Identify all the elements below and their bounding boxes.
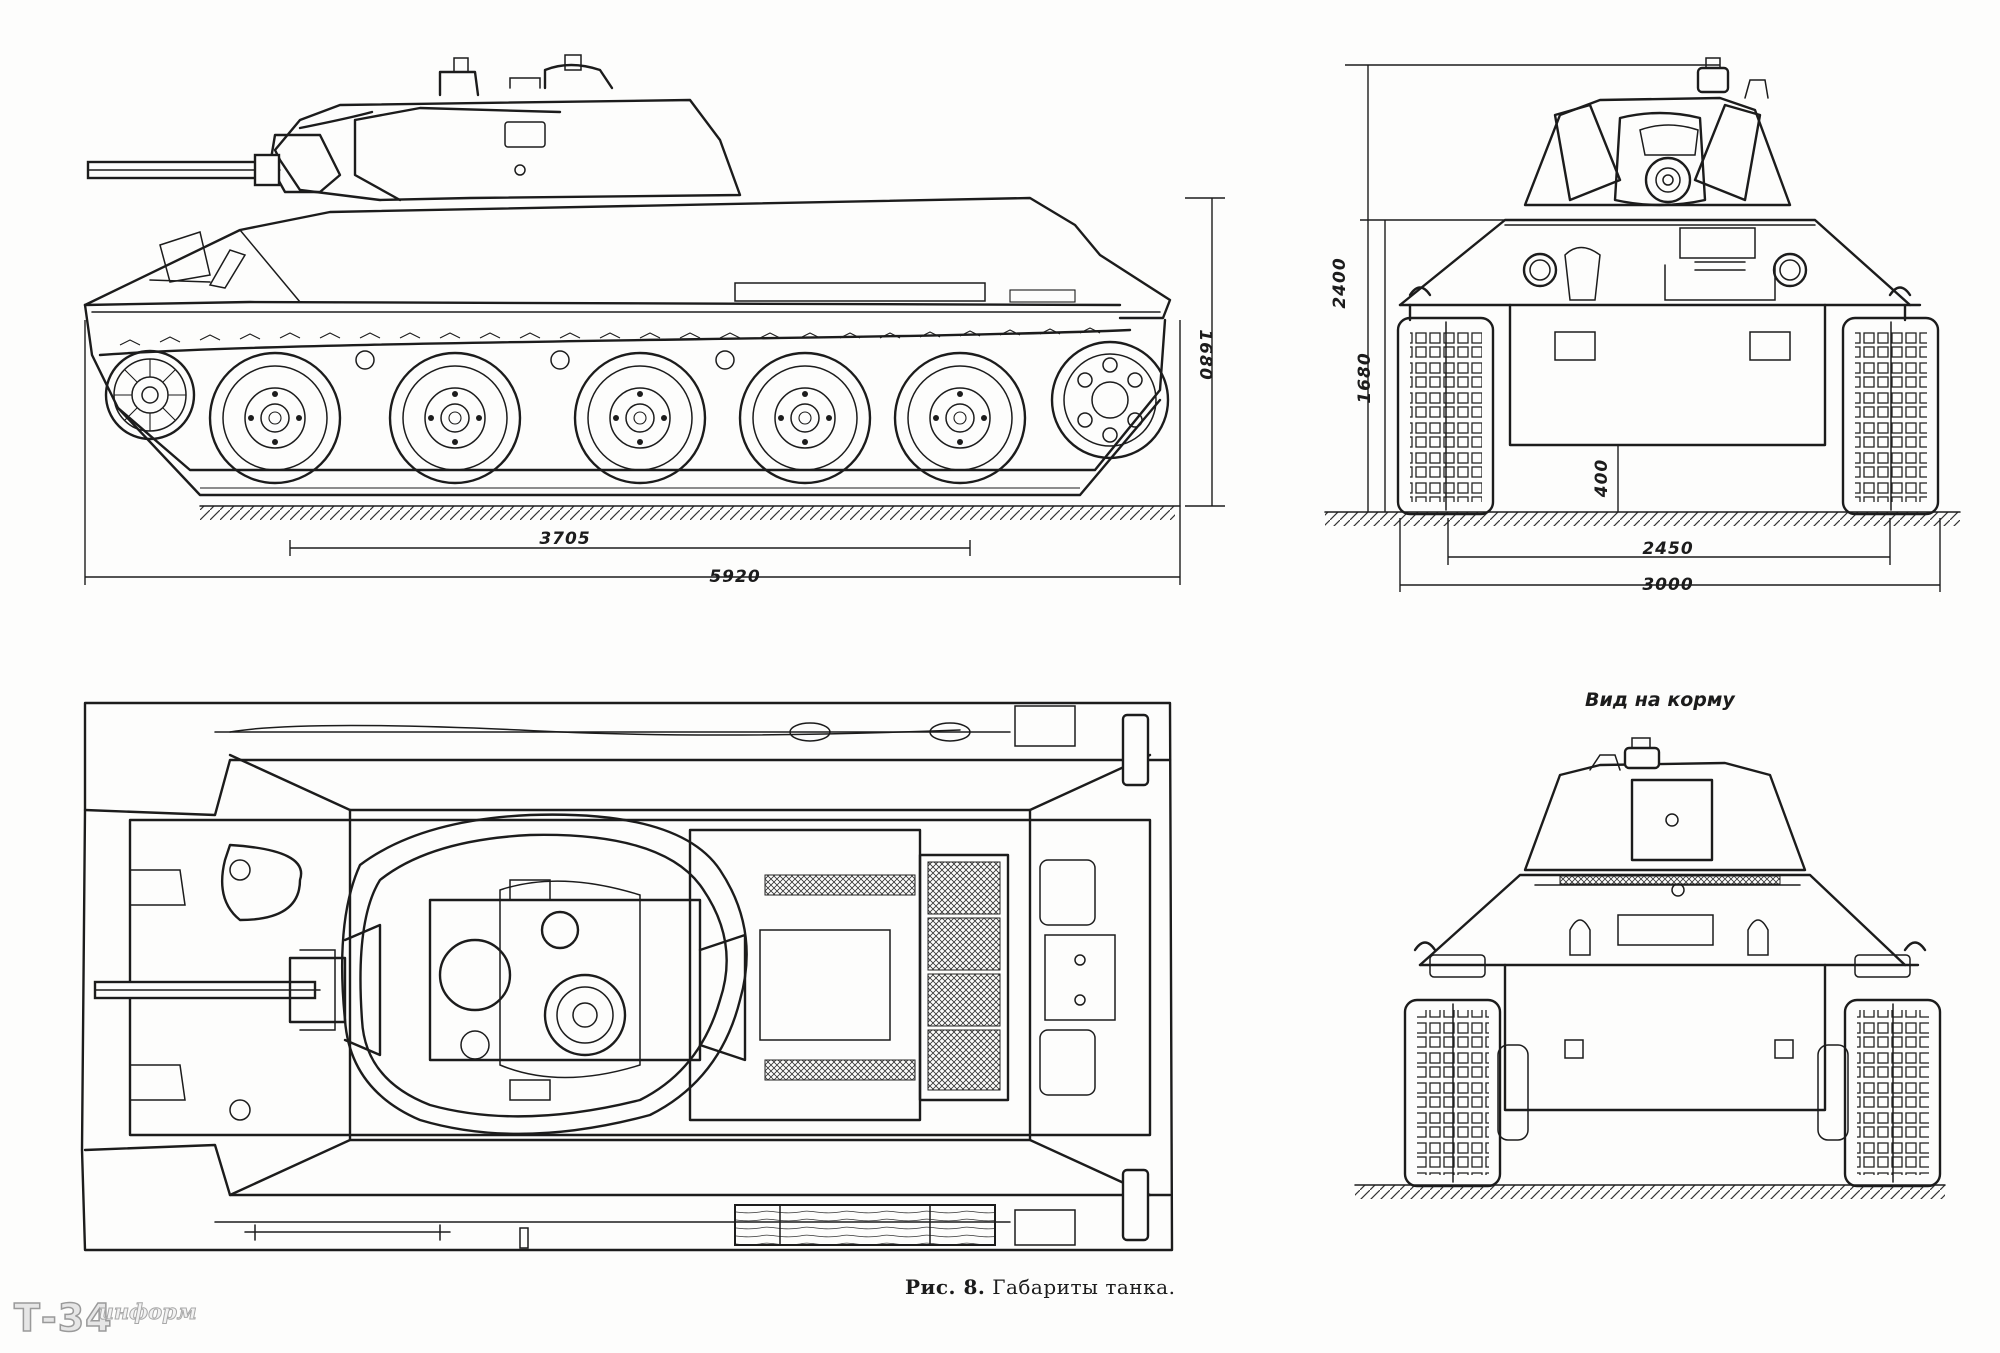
figure-caption-number: Рис. 8. [905,1275,986,1299]
front-left-track [1396,316,1495,516]
watermark-main: Т-34 [13,1295,113,1341]
drive-sprocket [1050,340,1170,460]
dim-overall-width: 3000 [1642,575,1693,595]
dim-overall-height: 2400 [1330,257,1350,308]
wheel-bolts [248,391,987,445]
dim-hull-height: 1680 [1355,352,1375,403]
dim-track-gauge: 2450 [1642,539,1693,559]
road-wheel-2 [388,351,522,485]
rear-right-track [1817,998,1942,1188]
side-view: 3705 5920 1680 [83,54,1225,587]
dim-side-height: 1680 [1195,329,1215,380]
figure-caption: Рис. 8. Габариты танка. [905,1275,1175,1299]
front-dimensions [1345,64,1941,592]
watermark-sub: информ [98,1299,197,1325]
road-wheel-3 [573,351,707,485]
rear-left-track [1403,998,1529,1188]
ground-hatch [1355,1185,1945,1199]
front-right-track [1841,316,1940,516]
ground-hatch [200,506,1175,520]
figure-caption-text: Габариты танка. [992,1275,1176,1299]
dim-wheelbase: 3705 [539,529,590,549]
engine-grille [918,853,1010,1102]
road-wheel-1 [208,351,342,485]
top-view [80,701,1174,1252]
dim-overall-length: 5920 [709,567,760,587]
ground-hatch [1325,512,1960,526]
road-wheel-5 [893,351,1027,485]
watermark-logo: Т-34информ [13,1295,197,1341]
side-dimensions [84,197,1225,585]
rear-view [1354,737,1946,1199]
road-wheel-4 [738,351,872,485]
idler-wheel [104,349,196,441]
dim-ground-clearance: 400 [1592,459,1612,499]
rear-view-label: Вид на корму [1585,689,1735,711]
front-view: 2400 1680 400 2450 3000 [1324,57,1961,595]
track-top-teeth [119,327,1101,346]
